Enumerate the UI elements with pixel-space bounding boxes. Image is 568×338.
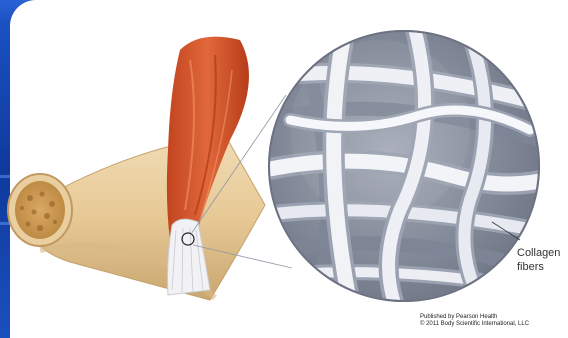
publisher-credit: Published by Pearson Health © 2011 Body … xyxy=(420,314,529,328)
bone-illustration xyxy=(8,135,265,300)
collagen-label-line2: fibers xyxy=(517,261,544,274)
credit-line1: Published by Pearson Health xyxy=(420,314,529,321)
collagen-magnified-view xyxy=(265,30,545,305)
credit-line2: © 2011 Body Scientific International, LL… xyxy=(420,321,529,328)
collagen-label-line1: Collagen xyxy=(517,247,560,260)
